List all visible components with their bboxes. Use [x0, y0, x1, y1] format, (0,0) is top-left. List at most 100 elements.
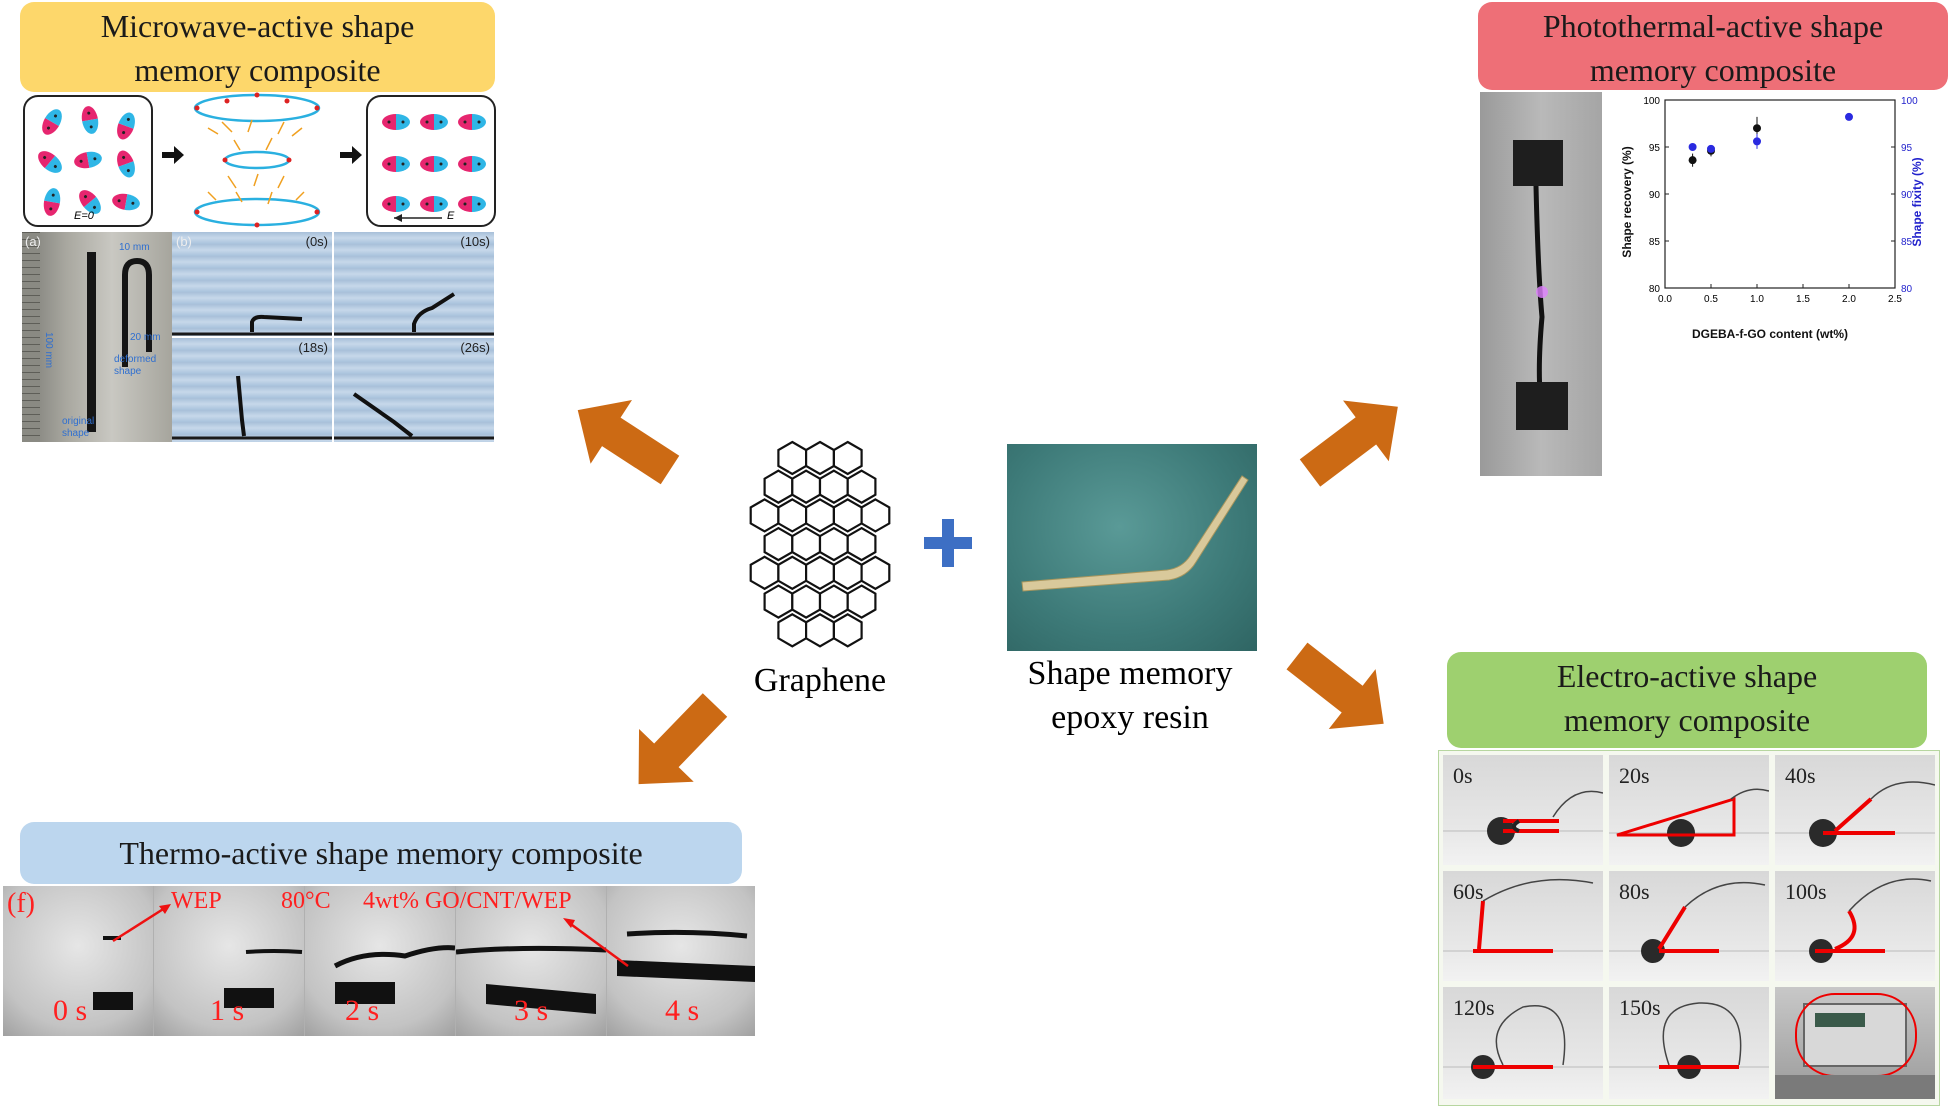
hexagon-cell	[846, 584, 877, 619]
field-label: E	[447, 210, 455, 222]
charge-dot	[194, 209, 200, 215]
x-tick-label: 2.5	[1888, 294, 1902, 305]
thermo-frame-1: 1 s	[154, 886, 304, 1036]
thermo-frame-2: 2 s	[305, 886, 455, 1036]
data-point-series-1	[1845, 112, 1853, 121]
charge-dot	[314, 105, 320, 111]
power-supply-highlight	[1795, 993, 1917, 1077]
dipole-icon	[112, 193, 140, 211]
plus-icon	[924, 519, 972, 567]
mw-frame-0: (0s)	[172, 232, 332, 336]
dim-length-label: 100 mm	[43, 332, 54, 369]
x-tick-label: 0.5	[1704, 294, 1718, 305]
hexagon-cell	[832, 613, 863, 648]
panel-a-label: (a)	[25, 234, 41, 249]
thermo-time-4: 4 s	[665, 994, 700, 1027]
thermo-wep-label: WEP	[171, 888, 222, 914]
charge-dot	[224, 98, 230, 104]
mw-time-3: (26s)	[460, 340, 490, 355]
electro-grid: 0s 20s 40s 60s 80s 100s 120s 150s	[1438, 750, 1940, 1106]
photothermal-title-line2: memory composite	[1589, 52, 1837, 88]
charge-dot	[284, 98, 290, 104]
field-zero-label: E=0	[74, 210, 94, 222]
arrow-to-electro-icon	[1286, 642, 1384, 730]
microwave-title-line2: memory composite	[134, 52, 381, 88]
dipole-icon	[38, 151, 62, 173]
arrow-to-microwave-icon	[577, 400, 680, 485]
electro-time-7: 150s	[1619, 995, 1661, 1020]
field-line	[267, 191, 273, 205]
x-tick-label: 1.5	[1796, 294, 1810, 305]
electro-time-2: 40s	[1785, 763, 1816, 788]
dipole-icon	[117, 112, 135, 140]
electro-time-4: 80s	[1619, 879, 1650, 904]
mw-time-0: (0s)	[305, 234, 328, 249]
field-line	[295, 191, 305, 201]
field-line	[291, 127, 303, 137]
resin-label-line1: Shape memory	[1027, 655, 1233, 692]
mw-frame-3: (26s)	[334, 338, 494, 442]
hexagon-cell	[832, 440, 863, 476]
resin-label-line2: epoxy resin	[1051, 699, 1209, 736]
field-line	[233, 139, 241, 151]
charge-dot	[286, 157, 292, 163]
electro-time-0: 0s	[1453, 763, 1473, 788]
electro-frame-2: 40s	[1775, 755, 1935, 865]
microwave-photo-b: (0s) (10s) (18s) (26s) (b)	[172, 232, 494, 442]
ruler	[22, 232, 40, 442]
thermo-time-3: 3 s	[514, 994, 549, 1027]
dipole-icon	[458, 114, 486, 130]
electro-frame-6: 120s	[1443, 987, 1603, 1099]
photothermal-chart: Shape recovery (%) Shape fixity (%) DGEB…	[1620, 96, 1924, 341]
dipole-icon	[42, 109, 62, 135]
field-line	[207, 127, 219, 135]
y-tick-label: 85	[1649, 237, 1661, 248]
electro-power-supply-photo	[1775, 987, 1935, 1099]
arrow-to-thermo-icon	[638, 693, 728, 785]
thermo-time-0: 0 s	[53, 994, 88, 1027]
microwave-title: Microwave-active shape memory composite	[20, 2, 495, 92]
epoxy-resin-photo	[1007, 444, 1257, 651]
original-sample-strip	[87, 252, 96, 432]
mw-frame-1: (10s)	[334, 232, 494, 336]
thermo-time-1: 1 s	[210, 994, 245, 1027]
dipole-icon	[458, 196, 486, 212]
graphene-label: Graphene	[753, 662, 887, 699]
dipole-icon	[382, 196, 410, 212]
y2-tick-label: 90	[1901, 190, 1913, 201]
electro-time-6: 120s	[1453, 995, 1495, 1020]
electro-time-1: 20s	[1619, 763, 1650, 788]
electro-title-line1: Electro-active shape	[1556, 658, 1818, 694]
original-label: original shape	[62, 416, 94, 440]
thermo-frame-4: 4 s	[607, 886, 755, 1036]
dipole-icon	[79, 190, 101, 214]
field-line	[247, 119, 253, 133]
dipole-icon	[43, 188, 61, 216]
electro-frame-4: 80s	[1609, 871, 1769, 981]
field-line	[277, 175, 285, 189]
y2-tick-label: 85	[1901, 237, 1913, 248]
thermo-temp-label: 80°C	[281, 888, 331, 914]
y2-tick-label: 100	[1901, 96, 1918, 107]
dipole-icon	[117, 150, 135, 178]
y-tick-label: 100	[1643, 96, 1660, 107]
field-line	[227, 175, 237, 189]
mw-frame-2: (18s)	[172, 338, 332, 442]
charge-dot	[222, 157, 228, 163]
arrow-to-photothermal-icon	[1299, 400, 1398, 487]
electro-title: Electro-active shape memory composite	[1447, 652, 1927, 748]
chart-ylabel: Shape recovery (%)	[1620, 146, 1634, 257]
deformed-label: deformed shape	[114, 354, 156, 378]
chart-plot-area	[1664, 99, 1896, 289]
microwave-title-line1: Microwave-active shape	[100, 8, 415, 44]
y-tick-label: 95	[1649, 143, 1661, 154]
field-line	[253, 173, 259, 187]
data-point-series-0	[1753, 124, 1761, 133]
charge-dot	[254, 222, 260, 228]
y2-tick-label: 95	[1901, 143, 1913, 154]
dipole-schematic: E=0 E	[22, 92, 497, 232]
data-point-series-1	[1707, 144, 1715, 153]
electro-frame-0: 0s	[1443, 755, 1603, 865]
photothermal-photo	[1480, 92, 1602, 476]
